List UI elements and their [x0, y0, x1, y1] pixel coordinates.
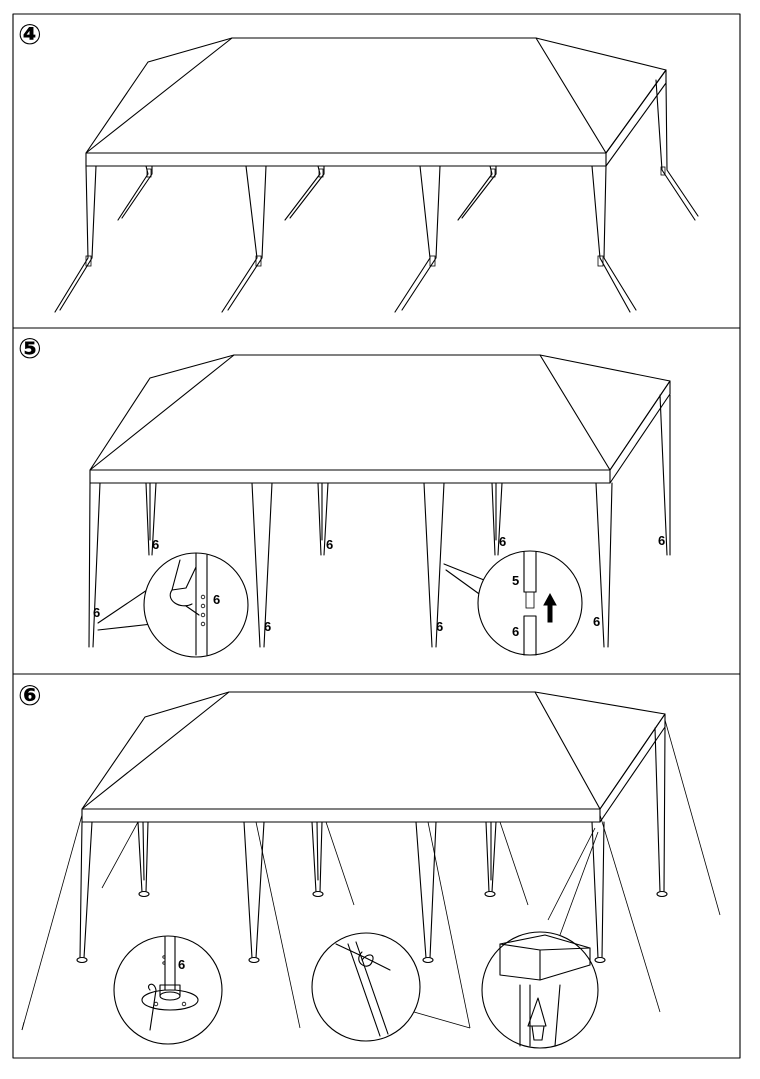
step-6-panel: ⑥ [12, 673, 741, 1059]
step-6-frame [12, 673, 741, 1059]
step-6-callout-knot [311, 932, 471, 1042]
step-4-roof [85, 37, 667, 154]
step-6-roof-ridges [81, 691, 601, 810]
step-5-panel: ⑤ 6 6 6 6 6 6 [12, 327, 741, 675]
step-5-pole-number: 6 [152, 537, 159, 552]
step-5-label: ⑤ [18, 332, 42, 365]
step-4-eave [85, 152, 607, 167]
step-5-pole-number: 6 [436, 619, 443, 634]
step-6-guy-ropes [21, 719, 721, 1031]
step-5-pole-number: 6 [264, 619, 271, 634]
arrow-up-icon [543, 592, 557, 623]
step-5-pole-number: 6 [93, 605, 100, 620]
step-4-back-legs [117, 79, 699, 221]
step-5-pole-number: 6 [499, 534, 506, 549]
step-4-panel: ④ [12, 13, 741, 329]
step-5-callout-right-upper: 5 [512, 573, 519, 588]
step-5-pole-number: 6 [658, 533, 665, 548]
step-6-label: ⑥ [18, 679, 42, 712]
step-4-roof-ridges [85, 37, 607, 154]
step-4-canopy [54, 37, 699, 313]
step-6-callout-foot: 6 [113, 935, 223, 1045]
step-6-canopy [21, 691, 721, 1031]
step-4-front-legs [54, 165, 637, 313]
step-6-back-legs [137, 727, 668, 898]
step-5-callout-right-lower: 6 [512, 624, 519, 639]
step-5-pole-number: 6 [593, 614, 600, 629]
step-5-pole-number: 6 [326, 537, 333, 552]
step-5-callout-join: 5 6 [443, 550, 583, 656]
step-5-front-legs [88, 482, 613, 648]
step-6-callout-left-number: 6 [178, 957, 185, 972]
step-5-callout-pin: 6 [97, 552, 249, 658]
step-5-roof [89, 354, 671, 471]
step-5-roof-ridges [89, 354, 611, 471]
step-6-callout-corner [481, 831, 599, 1049]
step-5-eave [89, 469, 611, 484]
step-6-roof [81, 691, 666, 810]
step-6-eave [81, 808, 601, 823]
step-4-eave-side [605, 69, 667, 167]
step-4-label: ④ [18, 18, 42, 51]
step-5-callout-left-number: 6 [213, 592, 220, 607]
step-5-canopy [88, 354, 671, 648]
step-5-back-legs [145, 394, 671, 556]
step-5-eave-side [609, 380, 671, 484]
